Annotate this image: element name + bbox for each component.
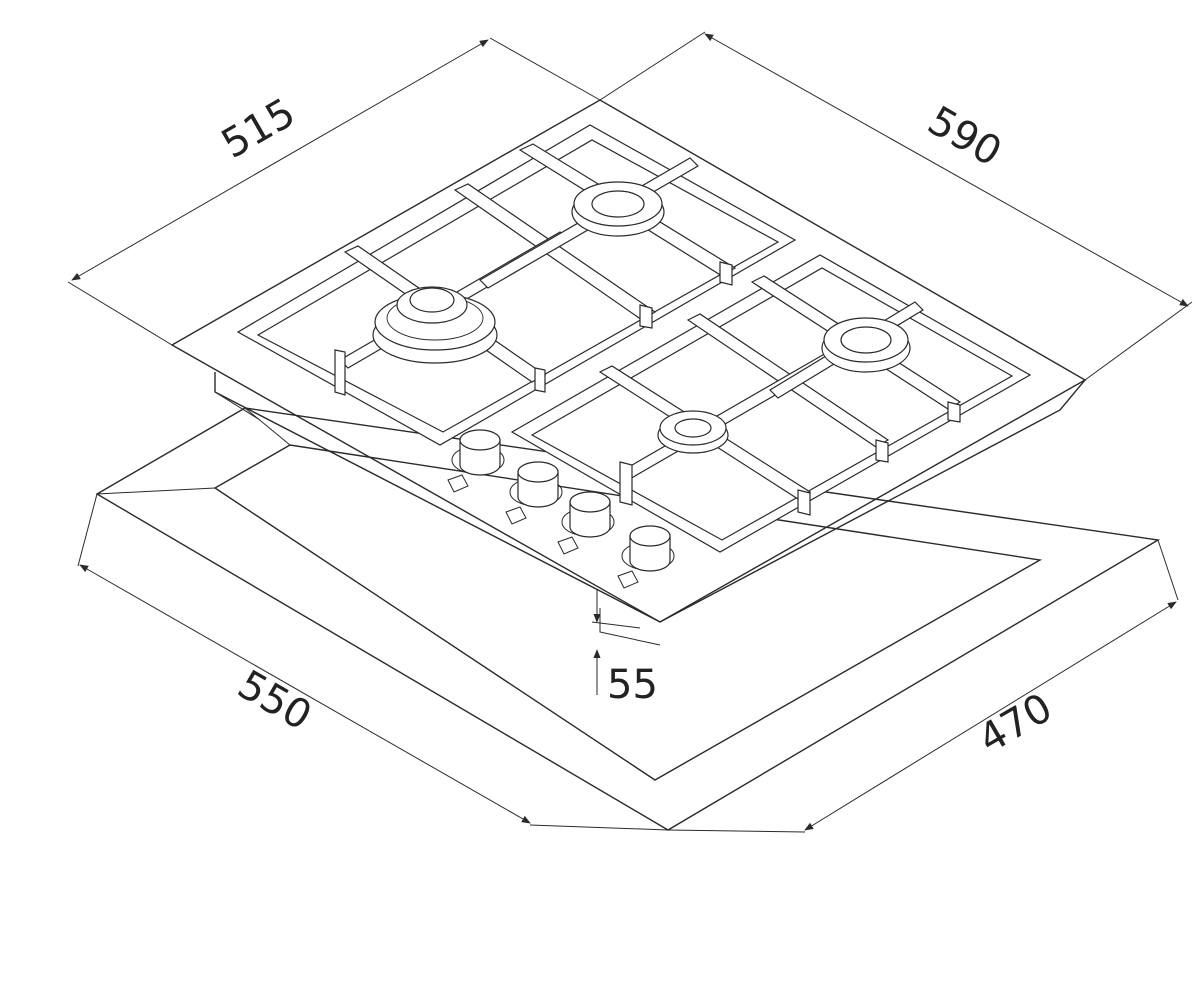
burner-wok xyxy=(372,286,498,364)
control-knob-2 xyxy=(505,461,563,525)
burner-rear-left xyxy=(571,181,665,237)
control-knob-1 xyxy=(447,429,505,493)
control-knob-4 xyxy=(617,525,675,589)
burner-rear-right xyxy=(821,317,911,373)
dimension-515-label: 515 xyxy=(214,90,303,168)
dimension-550-label: 550 xyxy=(230,662,319,740)
dimension-590-label: 590 xyxy=(920,98,1009,176)
control-knob-3 xyxy=(557,491,615,555)
dimension-lines xyxy=(67,31,1193,833)
dimension-470-label: 470 xyxy=(971,685,1060,763)
dimension-55-label: 55 xyxy=(607,662,658,708)
burner-front-right xyxy=(657,410,729,454)
